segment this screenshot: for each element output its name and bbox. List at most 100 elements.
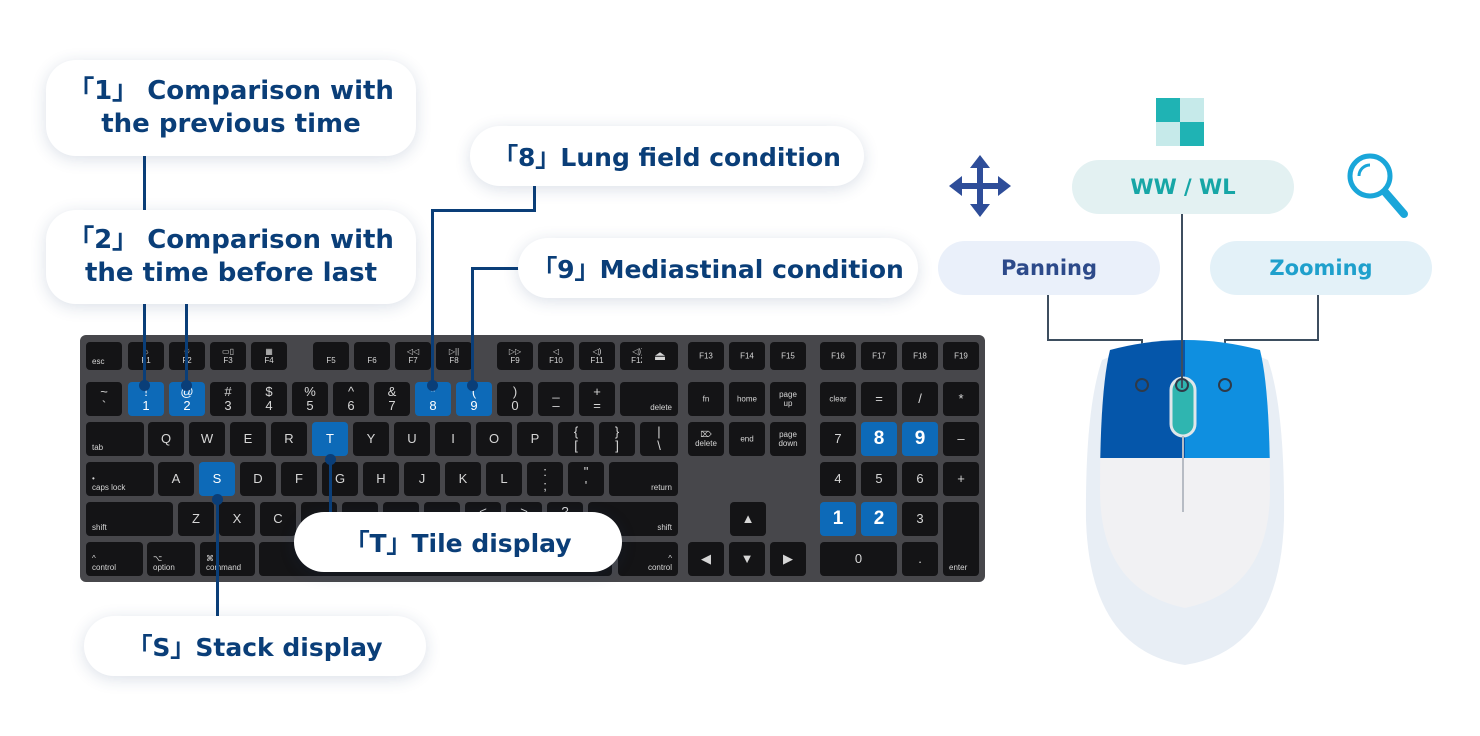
key-clear[interactable]: clear — [820, 382, 856, 416]
key-minus[interactable]: _ – — [538, 382, 574, 416]
key-label: 4 — [834, 471, 842, 486]
key-np0[interactable]: 0 — [820, 542, 897, 576]
key-npeq[interactable]: = — [861, 382, 897, 416]
key-enter[interactable]: enter — [943, 502, 979, 576]
key-label: 0 — [854, 551, 863, 566]
key-npplus[interactable]: + — [943, 462, 979, 496]
key-tab[interactable]: tab — [86, 422, 144, 456]
key-f19[interactable]: F19 — [943, 342, 979, 370]
key-w[interactable]: W — [189, 422, 225, 456]
key-semi[interactable]: : ; — [527, 462, 563, 496]
key-label: tab — [92, 443, 104, 452]
key-z[interactable]: Z — [178, 502, 214, 536]
key-f7[interactable]: ◁◁ F7 — [395, 342, 431, 370]
key-f10[interactable]: ◁ F10 — [538, 342, 574, 370]
key-left[interactable]: ◀ — [688, 542, 724, 576]
key-e[interactable]: E — [230, 422, 266, 456]
key-np8[interactable]: 8 — [861, 422, 897, 456]
key-npminus[interactable]: – — [943, 422, 979, 456]
key-bsl[interactable]: | \ — [640, 422, 678, 456]
key-h[interactable]: H — [363, 462, 399, 496]
key-l[interactable]: L — [486, 462, 522, 496]
key-grave[interactable]: ~ ` — [86, 382, 122, 416]
key-f1[interactable]: ☼ F1 — [128, 342, 164, 370]
key-pgup[interactable]: page up — [770, 382, 806, 416]
key-a[interactable]: A — [158, 462, 194, 496]
key-f8[interactable]: ▷|| F8 — [436, 342, 472, 370]
key-lctrl[interactable]: ^ control — [86, 542, 143, 576]
key-fdel[interactable]: ⌦ delete — [688, 422, 724, 456]
c9-dot — [467, 380, 478, 391]
key-s[interactable]: S — [199, 462, 235, 496]
key-f4[interactable]: ▦ F4 — [251, 342, 287, 370]
key-caps[interactable]: • caps lock — [86, 462, 154, 496]
key-f5[interactable]: F5 — [313, 342, 349, 370]
key-return[interactable]: return — [609, 462, 678, 496]
key-f17[interactable]: F17 — [861, 342, 897, 370]
key-np3[interactable]: 3 — [902, 502, 938, 536]
key-7[interactable]: & 7 — [374, 382, 410, 416]
key-equal[interactable]: + = — [579, 382, 615, 416]
key-6[interactable]: ^ 6 — [333, 382, 369, 416]
key-npdot[interactable]: . — [902, 542, 938, 576]
key-rbr[interactable]: } ] — [599, 422, 635, 456]
key-pgdn[interactable]: page down — [770, 422, 806, 456]
key-home[interactable]: home — [729, 382, 765, 416]
key-0[interactable]: ) 0 — [497, 382, 533, 416]
key-eject[interactable]: ⏏ — [642, 342, 678, 370]
key-i[interactable]: I — [435, 422, 471, 456]
key-np5[interactable]: 5 — [861, 462, 897, 496]
key-fn[interactable]: fn — [688, 382, 724, 416]
key-y[interactable]: Y — [353, 422, 389, 456]
key-f13[interactable]: F13 — [688, 342, 724, 370]
key-npmul[interactable]: * — [943, 382, 979, 416]
key-f16[interactable]: F16 — [820, 342, 856, 370]
key-j[interactable]: J — [404, 462, 440, 496]
key-p[interactable]: P — [517, 422, 553, 456]
key-lopt[interactable]: ⌥ option — [147, 542, 195, 576]
key-np2[interactable]: 2 — [861, 502, 897, 536]
key-4[interactable]: $ 4 — [251, 382, 287, 416]
key-f9[interactable]: ▷▷ F9 — [497, 342, 533, 370]
key-f6[interactable]: F6 — [354, 342, 390, 370]
key-lcmd[interactable]: ⌘ command — [200, 542, 255, 576]
key-f3[interactable]: ▭▯ F3 — [210, 342, 246, 370]
key-np9[interactable]: 9 — [902, 422, 938, 456]
key-down[interactable]: ▼ — [729, 542, 765, 576]
key-esc[interactable]: esc — [86, 342, 122, 370]
key-2[interactable]: @ 2 — [169, 382, 205, 416]
key-np4[interactable]: 4 — [820, 462, 856, 496]
key-kk[interactable]: K — [445, 462, 481, 496]
key-t[interactable]: T — [312, 422, 348, 456]
key-right[interactable]: ▶ — [770, 542, 806, 576]
key-np1[interactable]: 1 — [820, 502, 856, 536]
key-np6[interactable]: 6 — [902, 462, 938, 496]
key-end[interactable]: end — [729, 422, 765, 456]
key-label: 7 — [834, 431, 842, 446]
key-q[interactable]: Q — [148, 422, 184, 456]
key-g[interactable]: G — [322, 462, 358, 496]
key-lbr[interactable]: { [ — [558, 422, 594, 456]
key-cc[interactable]: C — [260, 502, 296, 536]
key-o[interactable]: O — [476, 422, 512, 456]
key-npdiv[interactable]: / — [902, 382, 938, 416]
key-label: K — [458, 471, 468, 486]
key-d[interactable]: D — [240, 462, 276, 496]
key-label: ⌦ delete — [695, 430, 717, 448]
key-f11[interactable]: ◁) F11 — [579, 342, 615, 370]
key-delete[interactable]: delete — [620, 382, 678, 416]
key-r[interactable]: R — [271, 422, 307, 456]
key-3[interactable]: # 3 — [210, 382, 246, 416]
key-5[interactable]: % 5 — [292, 382, 328, 416]
key-x[interactable]: X — [219, 502, 255, 536]
key-rctrl[interactable]: ^ control — [618, 542, 678, 576]
key-f15[interactable]: F15 — [770, 342, 806, 370]
key-u[interactable]: U — [394, 422, 430, 456]
key-up[interactable]: ▲ — [730, 502, 766, 536]
key-np7[interactable]: 7 — [820, 422, 856, 456]
key-lshift[interactable]: shift — [86, 502, 173, 536]
key-f18[interactable]: F18 — [902, 342, 938, 370]
key-quote[interactable]: " ' — [568, 462, 604, 496]
key-f14[interactable]: F14 — [729, 342, 765, 370]
key-f[interactable]: F — [281, 462, 317, 496]
